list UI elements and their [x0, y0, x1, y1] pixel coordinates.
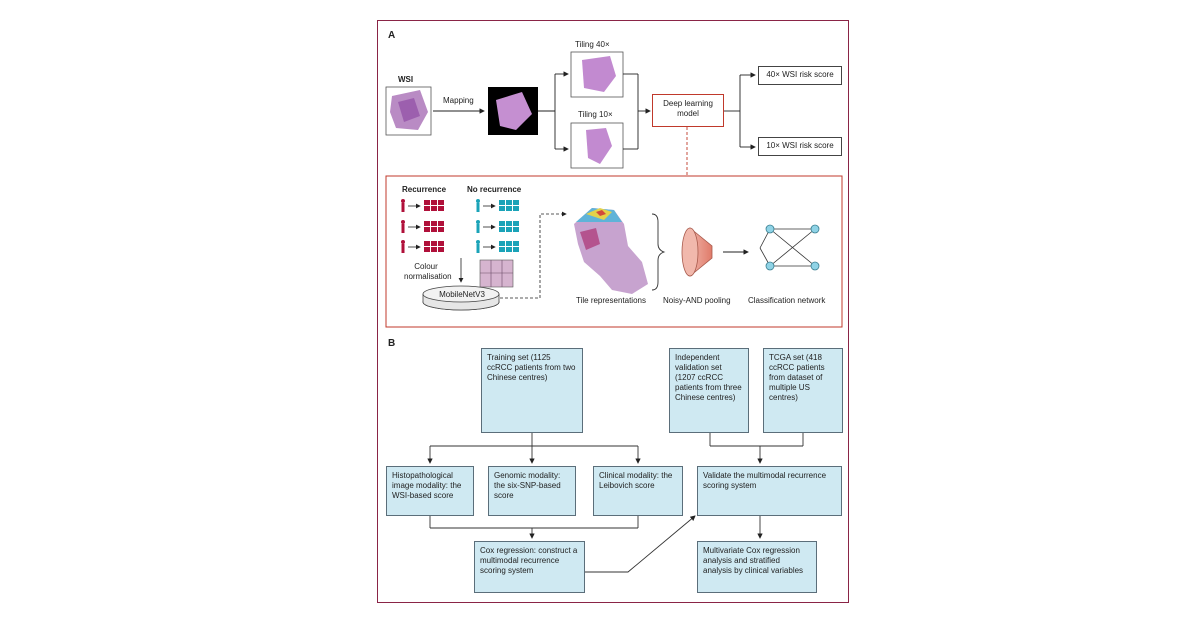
histo-modality-box: Histopathological image modality: the WS… [386, 466, 474, 516]
noisy-and-pooling-label: Noisy-AND pooling [663, 296, 731, 305]
tiling-40-label: Tiling 40× [575, 40, 610, 49]
tiling-10-thumbnail [570, 122, 624, 169]
mobilenet-label: MobileNetV3 [439, 290, 485, 299]
cox-regression-box: Cox regression: construct a multimodal r… [474, 541, 585, 593]
mapping-label: Mapping [443, 96, 474, 105]
no-recurrence-samples [476, 199, 519, 253]
training-set-box: Training set (1125 ccRCC patients from t… [481, 348, 583, 433]
panel-a-label: A [388, 30, 396, 41]
risk-40-box: 40× WSI risk score [758, 66, 842, 85]
normalised-tiles [479, 259, 514, 288]
figure-frame [377, 20, 849, 603]
brace [651, 213, 666, 291]
no-recurrence-label: No recurrence [467, 185, 522, 194]
mobilenet-disc [422, 285, 500, 311]
tiling-10-label: Tiling 10× [578, 110, 613, 119]
multivariate-box: Multivariate Cox regression analysis and… [697, 541, 817, 593]
tile-representations-image [574, 208, 648, 294]
recurrence-samples [401, 199, 444, 253]
recurrence-label: Recurrence [402, 185, 447, 194]
tiling-40-thumbnail [570, 51, 624, 98]
pooling-cone-icon [681, 227, 713, 277]
deep-learning-model-box: Deep learning model [652, 94, 724, 127]
tcga-set-box: TCGA set (418 ccRCC patients from datase… [763, 348, 843, 433]
mapping-thumbnail [488, 87, 538, 135]
panel-b-label: B [388, 338, 396, 349]
validate-box: Validate the multimodal recurrence scori… [697, 466, 842, 516]
independent-validation-box: Independent validation set (1207 ccRCC p… [669, 348, 749, 433]
classification-network-label: Classification network [748, 296, 826, 305]
wsi-label: WSI [398, 75, 414, 84]
risk-10-box: 10× WSI risk score [758, 137, 842, 156]
tile-representations-label: Tile representations [576, 296, 646, 305]
wsi-thumbnail [385, 86, 432, 136]
network-icon [759, 224, 820, 271]
clinical-modality-box: Clinical modality: the Leibovich score [593, 466, 683, 516]
genomic-modality-box: Genomic modality: the six-SNP-based scor… [488, 466, 576, 516]
colour-normalisation-label: Colour normalisation [404, 262, 452, 281]
model-detail-panel [385, 175, 843, 328]
